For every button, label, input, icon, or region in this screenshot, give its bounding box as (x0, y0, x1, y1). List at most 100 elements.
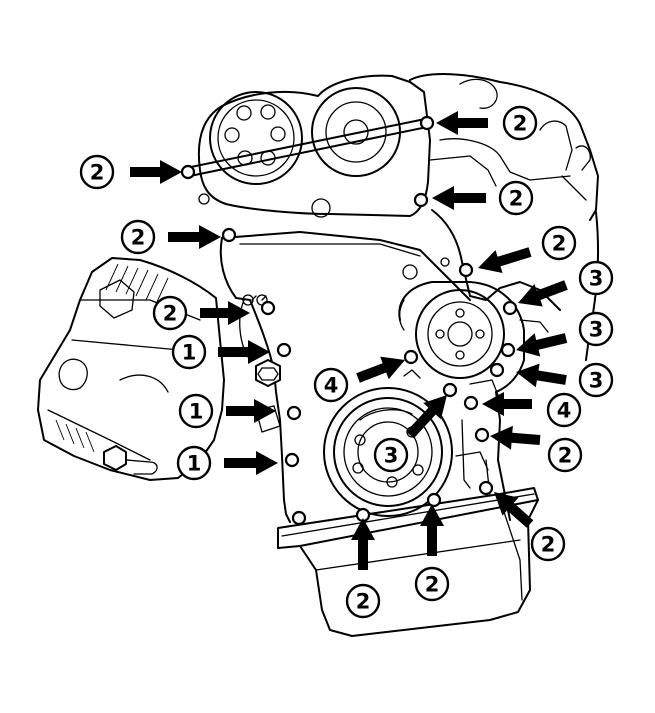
bolt-6 (260, 300, 276, 316)
callout-label: 2 (90, 161, 105, 185)
callout-2-19: 2 (414, 504, 450, 602)
callout-circle (502, 105, 538, 141)
bolt-2 (419, 115, 435, 131)
callout-1-16: 1 (176, 445, 278, 481)
callout-arrow (490, 425, 541, 450)
bolt-10 (403, 349, 419, 365)
callout-circle (578, 362, 614, 398)
callout-2-3: 2 (432, 180, 534, 216)
callout-4-13: 4 (482, 392, 582, 428)
callout-2-15: 2 (490, 425, 583, 473)
callout-2-1: 2 (79, 154, 182, 190)
callout-arrow (200, 301, 250, 325)
bolt-18 (426, 492, 442, 508)
callout-circle (498, 180, 534, 216)
bolt-3 (413, 192, 429, 208)
callout-arrow (478, 247, 532, 273)
callout-label: 2 (131, 226, 146, 250)
callout-arrow (482, 392, 532, 416)
callout-arrow (420, 504, 444, 556)
callout-2-18: 2 (345, 518, 381, 619)
bolt-17 (478, 480, 494, 496)
callout-circle (546, 392, 582, 428)
callout-1-12: 1 (178, 393, 276, 429)
callout-arrow (224, 451, 278, 475)
callout-2-4: 2 (120, 219, 221, 255)
callout-3-7: 3 (518, 260, 614, 307)
callout-4-10: 4 (313, 356, 405, 403)
callout-circle (120, 219, 156, 255)
callout-arrow (436, 111, 488, 135)
callout-circle (176, 445, 212, 481)
callout-3-14: 3 (373, 395, 447, 473)
callout-2-6: 2 (152, 295, 250, 331)
callout-arrow (226, 399, 276, 423)
engine-outline (37, 73, 599, 637)
callout-arrow (518, 280, 568, 307)
callout-circle (152, 295, 188, 331)
callout-label: 2 (509, 187, 524, 211)
callout-label: 3 (589, 318, 604, 342)
lower-timing-cover (219, 237, 291, 523)
bolt-5 (458, 262, 474, 278)
callout-circle (373, 437, 409, 473)
bolt-13 (463, 395, 479, 411)
callout-label: 2 (356, 590, 371, 614)
callout-circle (547, 437, 583, 473)
idler-pulley (415, 289, 505, 379)
callout-arrow (130, 160, 182, 184)
callout-label: 3 (589, 369, 604, 393)
callout-circle (171, 334, 207, 370)
callout-2-5: 2 (478, 225, 577, 273)
callout-arrow (494, 492, 534, 528)
callout-3-11: 3 (516, 362, 614, 398)
callout-arrow (406, 395, 447, 439)
callout-label: 4 (324, 374, 339, 398)
callout-2-2: 2 (436, 105, 538, 141)
callout-circle (414, 566, 450, 602)
bolt-11 (489, 362, 505, 378)
bolt-7 (276, 342, 292, 358)
bolt-8 (502, 300, 518, 316)
bolt-9 (500, 342, 516, 358)
bolt-markers (180, 115, 518, 526)
callout-arrow (516, 363, 567, 388)
bolt-15 (474, 427, 490, 443)
bolt-16 (284, 452, 300, 468)
bolt-12 (442, 382, 458, 398)
callout-circle (578, 311, 614, 347)
bolt-14 (286, 405, 302, 421)
callout-label: 2 (425, 573, 440, 597)
callout-arrow (432, 186, 486, 210)
callout-arrow (218, 340, 270, 364)
callout-label: 3 (384, 444, 399, 468)
callout-circle (345, 583, 381, 619)
callout-label: 3 (589, 267, 604, 291)
callout-label: 2 (513, 112, 528, 136)
callout-label: 2 (552, 232, 567, 256)
callout-circle (178, 393, 214, 429)
callout-label: 1 (189, 400, 204, 424)
callout-label: 4 (557, 399, 572, 423)
callout-circle (541, 225, 577, 261)
callout-3-9: 3 (516, 311, 614, 357)
bolt-4 (221, 227, 237, 243)
callout-label: 1 (187, 452, 202, 476)
callout-arrow (168, 225, 221, 249)
callout-label: 1 (182, 341, 197, 365)
callout-label: 2 (163, 302, 178, 326)
callout-circle (530, 526, 566, 562)
crankshaft-pulley (323, 387, 453, 517)
callout-arrow (356, 356, 405, 383)
callout-circle (578, 260, 614, 296)
oil-pan (299, 499, 539, 637)
callout-label: 2 (541, 533, 556, 557)
bolt-1 (180, 164, 196, 180)
callout-arrow (351, 518, 375, 570)
callout-circle (79, 154, 115, 190)
callout-circle (313, 367, 349, 403)
callout-label: 2 (558, 444, 573, 468)
